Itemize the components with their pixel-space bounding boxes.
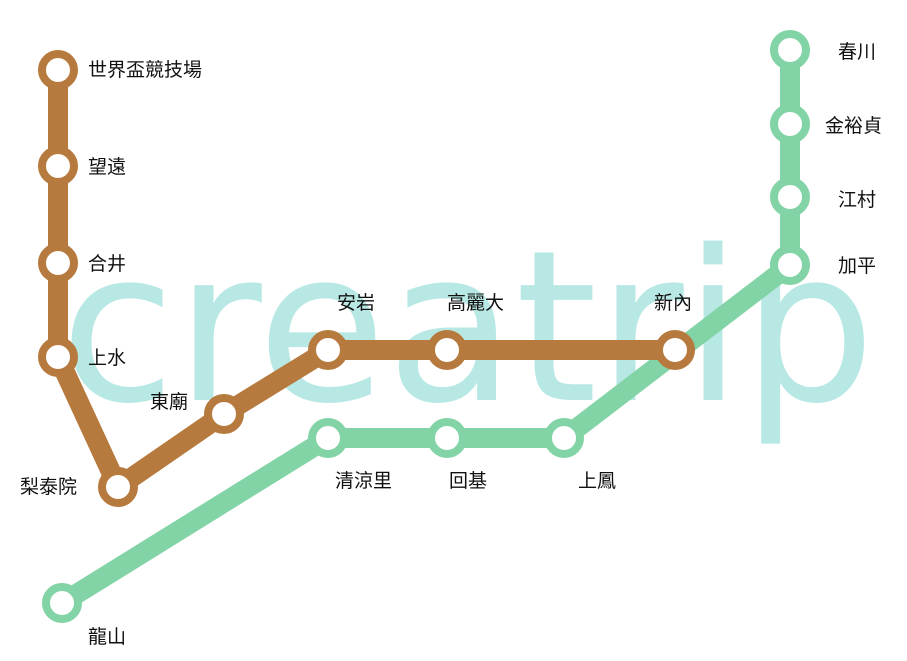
- station-label: 回基: [449, 470, 487, 492]
- station-label: 高麗大: [447, 292, 504, 314]
- station-label: 上鳳: [578, 470, 616, 492]
- station-label: 東廟: [150, 391, 188, 413]
- station-label: 江村: [838, 189, 876, 211]
- station-marker[interactable]: [38, 337, 78, 377]
- station-label: 加平: [838, 255, 876, 277]
- station-label: 春川: [838, 41, 876, 63]
- station-marker[interactable]: [427, 330, 467, 370]
- station-marker[interactable]: [308, 330, 348, 370]
- station-marker[interactable]: [42, 583, 82, 623]
- station-label: 上水: [88, 347, 126, 369]
- station-marker[interactable]: [427, 418, 467, 458]
- station-label: 合井: [88, 253, 126, 275]
- station-marker[interactable]: [204, 394, 244, 434]
- station-marker[interactable]: [38, 50, 78, 90]
- station-marker[interactable]: [770, 30, 810, 70]
- station-marker[interactable]: [98, 467, 138, 507]
- watermark-text: creatrip: [60, 205, 875, 450]
- station-label: 安岩: [337, 292, 375, 314]
- station-label: 望遠: [88, 156, 126, 178]
- station-marker[interactable]: [770, 245, 810, 285]
- station-marker[interactable]: [770, 177, 810, 217]
- station-label: 世界盃競技場: [88, 59, 202, 81]
- station-label: 梨泰院: [20, 476, 77, 498]
- station-marker[interactable]: [770, 104, 810, 144]
- station-marker[interactable]: [655, 330, 695, 370]
- station-marker[interactable]: [38, 146, 78, 186]
- station-label: 龍山: [88, 626, 126, 648]
- station-marker[interactable]: [308, 418, 348, 458]
- station-label: 新內: [654, 292, 692, 314]
- station-label: 金裕貞: [825, 115, 882, 137]
- station-marker[interactable]: [544, 418, 584, 458]
- station-label: 清涼里: [335, 470, 392, 492]
- station-marker[interactable]: [38, 243, 78, 283]
